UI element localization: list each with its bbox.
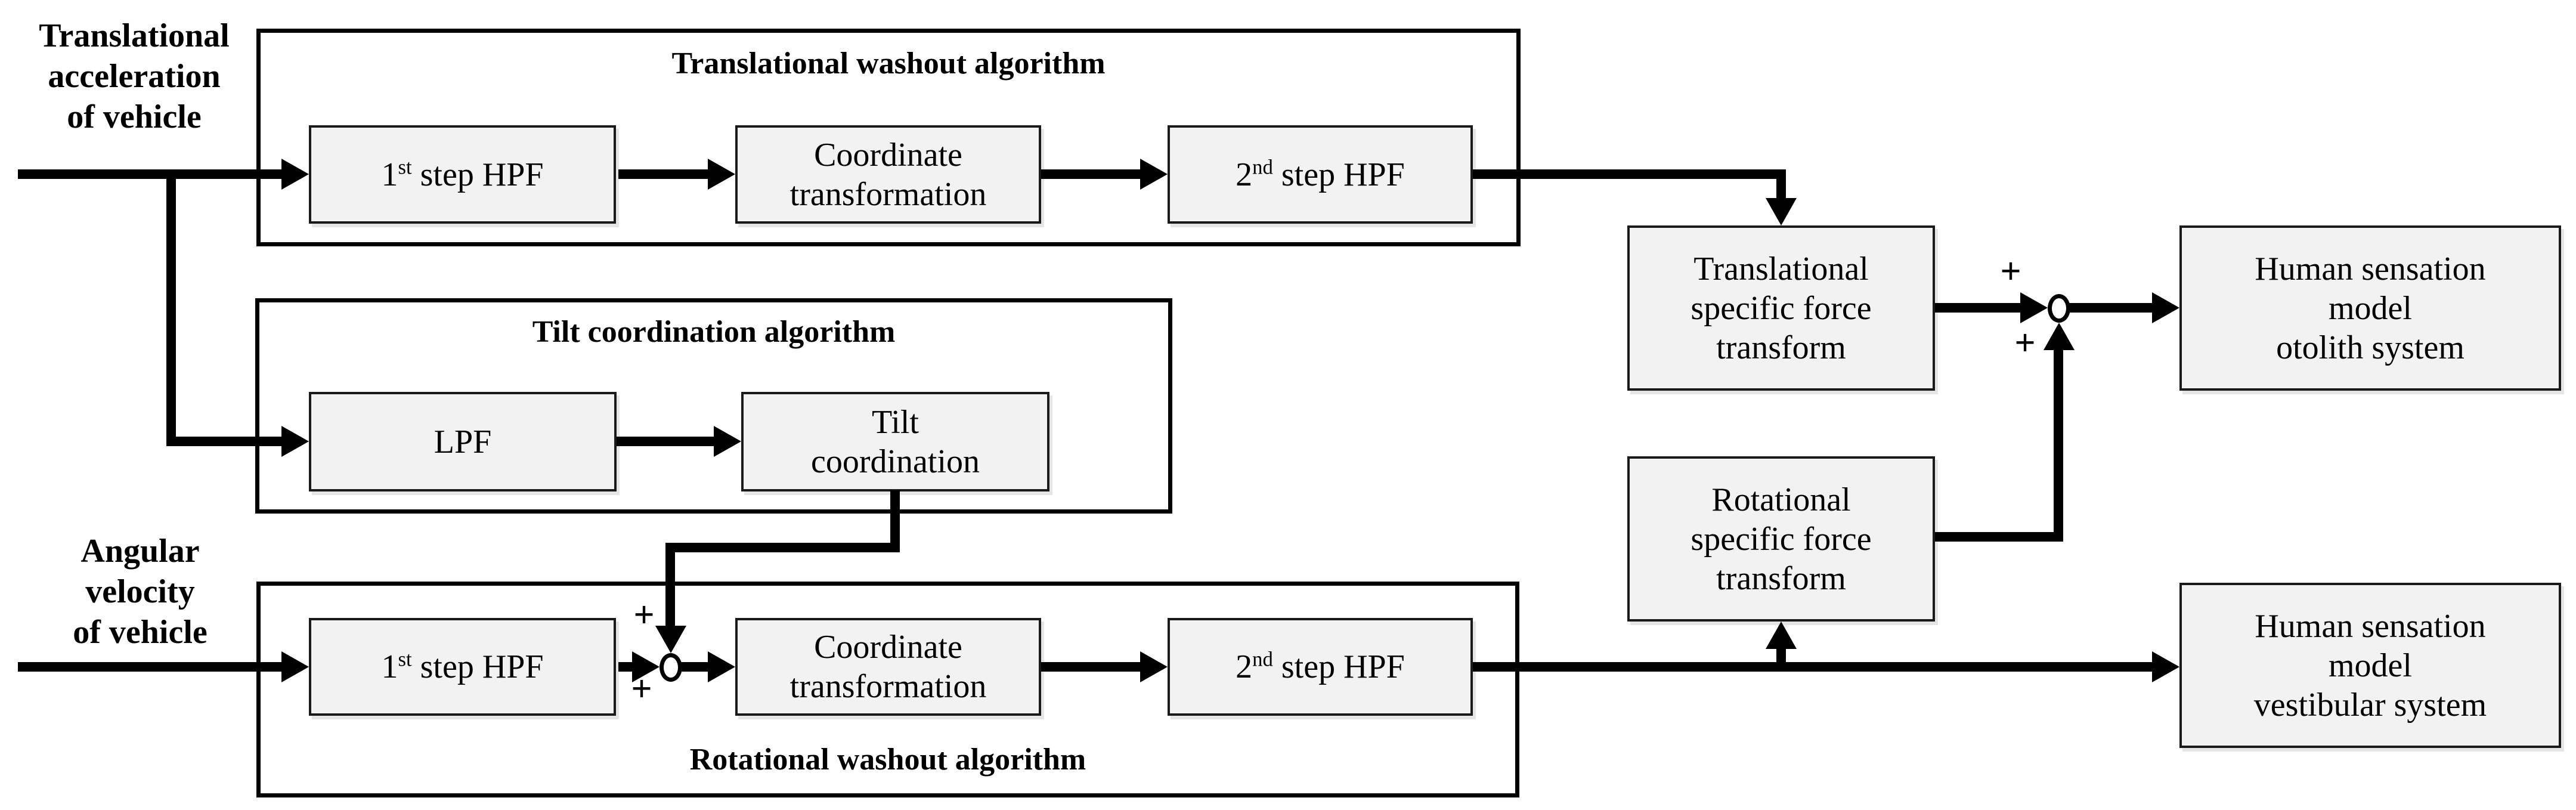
block-trans-2nd-step-hpf: 2nd step HPF [1168,125,1473,224]
block-label-ordinal: st [398,647,412,671]
connector-rhpf2-to-vestibular [1473,662,2153,672]
block-label-suffix: step HPF [1272,156,1405,193]
block-rot-1st-step-hpf: 1st step HPF [309,618,616,716]
arrowhead-into-rot-junction-top [655,626,686,653]
block-label-prefix: 2 [1236,156,1253,193]
arrowhead-rcoord-to-rhpf2 [1140,651,1168,682]
block-label: 2nd step HPF [1236,647,1405,687]
connector-rhpf1-to-junction [618,662,633,672]
arrowhead-trans-input [281,159,309,190]
block-label: Human sensation model vestibular system [2253,607,2487,724]
block-rotational-specific-force-transform: Rotational specific force transform [1627,456,1935,622]
connector-junction-to-rcoord [681,662,709,672]
label-angular-velocity: Angular velocity of vehicle [73,533,208,651]
connector-branch-to-lpf [166,437,283,446]
arrowhead-tcoord-to-thpf2 [1140,159,1168,190]
block-label-prefix: 1 [381,156,398,193]
plus-oto-junction-bottom: + [2014,323,2036,363]
block-label-prefix: 2 [1236,648,1253,685]
title-translational-washout: Translational washout algorithm [671,47,1106,81]
block-label: Tilt coordination [810,403,980,480]
block-translational-specific-force-transform: Translational specific force transform [1627,225,1935,391]
connector-tcoord-to-thpf2 [1041,169,1141,179]
connector-branch-up-rsft [1776,648,1786,664]
block-human-sensation-vestibular: Human sensation model vestibular system [2179,583,2561,748]
connector-rcoord-to-rhpf2 [1041,662,1141,672]
connector-tilt-out-jog [665,543,900,552]
arrowhead-junction-to-rcoord [708,651,735,682]
block-label-suffix: step HPF [411,156,544,193]
block-label-suffix: step HPF [411,648,544,685]
sum-junction-rotational [660,653,682,682]
block-trans-coordinate-transformation: Coordinate transformation [735,125,1041,224]
block-tilt-coordination: Tilt coordination [741,392,1049,491]
block-label: 1st step HPF [381,647,543,687]
block-trans-1st-step-hpf: 1st step HPF [309,125,616,224]
connector-rsft-out-h [1935,532,2063,542]
plus-rot-junction-top: + [633,595,655,635]
sum-junction-otolith [2048,294,2070,323]
block-label: Coordinate transformation [789,136,987,213]
connector-thpf1-to-tcoord [618,169,709,179]
title-rotational-washout: Rotational washout algorithm [689,743,1086,777]
connector-rsft-out-v [2054,349,2063,537]
block-label-suffix: step HPF [1272,648,1405,685]
arrowhead-into-tsft [1766,198,1797,225]
connector-tsft-to-sum [1935,303,2021,313]
block-label-ordinal: nd [1252,154,1273,178]
block-rot-coordinate-transformation: Coordinate transformation [735,618,1041,716]
arrowhead-into-sum-bottom [2044,323,2075,350]
block-lpf: LPF [309,392,617,491]
arrowhead-rhpf1-to-junction [632,651,660,682]
arrowhead-rot-input [281,651,309,682]
arrowhead-into-rsft-bottom [1766,622,1797,649]
arrowhead-into-lpf [281,426,309,457]
connector-sum-to-otolith [2069,303,2153,313]
title-tilt-coordination: Tilt coordination algorithm [532,315,896,349]
block-rot-2nd-step-hpf: 2nd step HPF [1168,618,1473,716]
connector-branch-vertical [166,169,176,446]
connector-thpf2-out-h [1473,169,1786,179]
block-human-sensation-otolith: Human sensation model otolith system [2179,225,2561,391]
connector-thpf2-out-v [1776,169,1786,199]
block-label: Translational specific force transform [1690,250,1872,366]
connector-trans-input [18,169,283,179]
block-label: LPF [434,423,492,460]
block-label-prefix: 1 [381,648,398,685]
connector-rot-input [18,662,283,672]
plus-rot-junction-bottom: + [631,669,652,709]
block-label: 1st step HPF [381,155,543,194]
label-translational-acceleration: Translational acceleration of vehicle [39,17,230,135]
arrowhead-lpf-to-tilt [714,426,741,457]
block-label: Rotational specific force transform [1690,481,1872,597]
block-label-ordinal: nd [1252,647,1273,671]
block-label-ordinal: st [398,154,412,178]
connector-lpf-to-tilt [617,437,715,446]
arrowhead-tsft-to-sum [2020,292,2048,323]
arrowhead-into-vestibular [2152,651,2179,682]
connector-tilt-out-v2 [665,543,675,627]
connector-tilt-out-v1 [890,490,900,552]
plus-oto-junction-top: + [2000,251,2021,292]
block-label: Coordinate transformation [789,629,987,705]
arrowhead-into-otolith [2152,292,2179,323]
arrowhead-thpf1-to-tcoord [708,159,735,190]
block-label: 2nd step HPF [1236,155,1405,194]
block-label: Human sensation model otolith system [2255,250,2486,366]
